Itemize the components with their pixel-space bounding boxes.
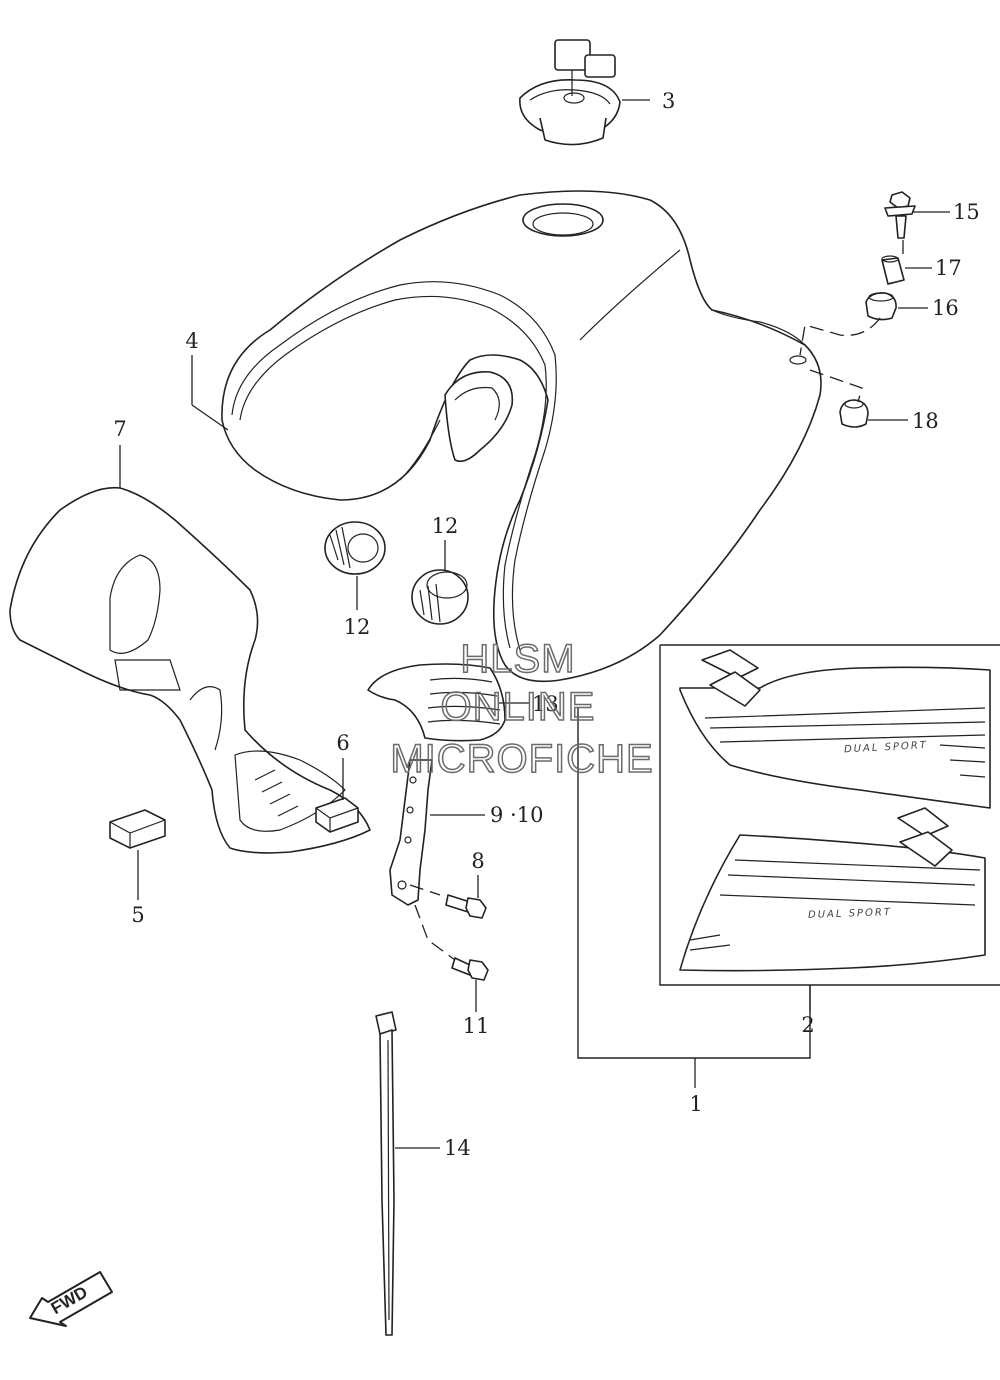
grommet-part-a [324,521,386,575]
bolt-part-11 [451,957,489,981]
callout-3: 3 [662,89,675,113]
watermark-line-2: ONLINE [441,685,596,729]
bolt-part-15 [884,191,916,239]
collar-part-17 [881,255,905,285]
callout-15: 15 [953,200,980,224]
decal-upper: DUAL SPORT [679,649,991,809]
bracket-part [389,759,433,906]
decal-upper-text: DUAL SPORT [844,740,928,755]
callout-12-upper: 12 [432,514,459,538]
callout-7: 7 [113,417,126,441]
watermark-line-1: HLSM [460,637,575,681]
callout-14: 14 [444,1136,471,1160]
callout-16: 16 [932,296,959,320]
callout-6: 6 [336,731,349,755]
cushion-part-16 [865,292,897,321]
callout-9-10: 9 ·10 [490,803,543,827]
fuel-tank-part [221,190,822,683]
callout-5: 5 [131,903,144,927]
callout-13: 13 [532,692,559,716]
fuel-cap-part [519,39,621,146]
leader-lines [119,99,950,1149]
decal-lower-text: DUAL SPORT [808,907,892,921]
callout-12-lower: 12 [344,615,371,639]
watermark: HLSM ONLINE MICROFICHE [390,636,654,782]
cushion-part-18 [839,399,869,428]
callout-11: 11 [463,1014,490,1038]
decal-set-part: DUAL SPORT DUAL SPORT [577,644,1000,1088]
callout-4: 4 [185,329,198,353]
pad-part-6 [315,797,359,833]
watermark-line-3: MICROFICHE [390,737,653,781]
tank-cover-part [9,486,371,854]
callout-17: 17 [935,256,962,280]
decal-lower: DUAL SPORT [679,807,986,972]
callout-labels: 1 2 3 4 5 6 7 8 9 ·10 11 12 12 13 14 15 … [113,89,979,1160]
fwd-arrow: FWD [29,1271,113,1327]
pad-part-5 [109,809,166,849]
bolt-part-8 [445,894,487,919]
callout-2: 2 [801,1013,814,1037]
cable-tie-part [375,1011,397,1336]
cushion-part [367,663,506,742]
callout-1: 1 [689,1092,702,1116]
grommet-part-b [411,569,469,625]
callout-18: 18 [912,409,939,433]
callout-8: 8 [471,849,484,873]
